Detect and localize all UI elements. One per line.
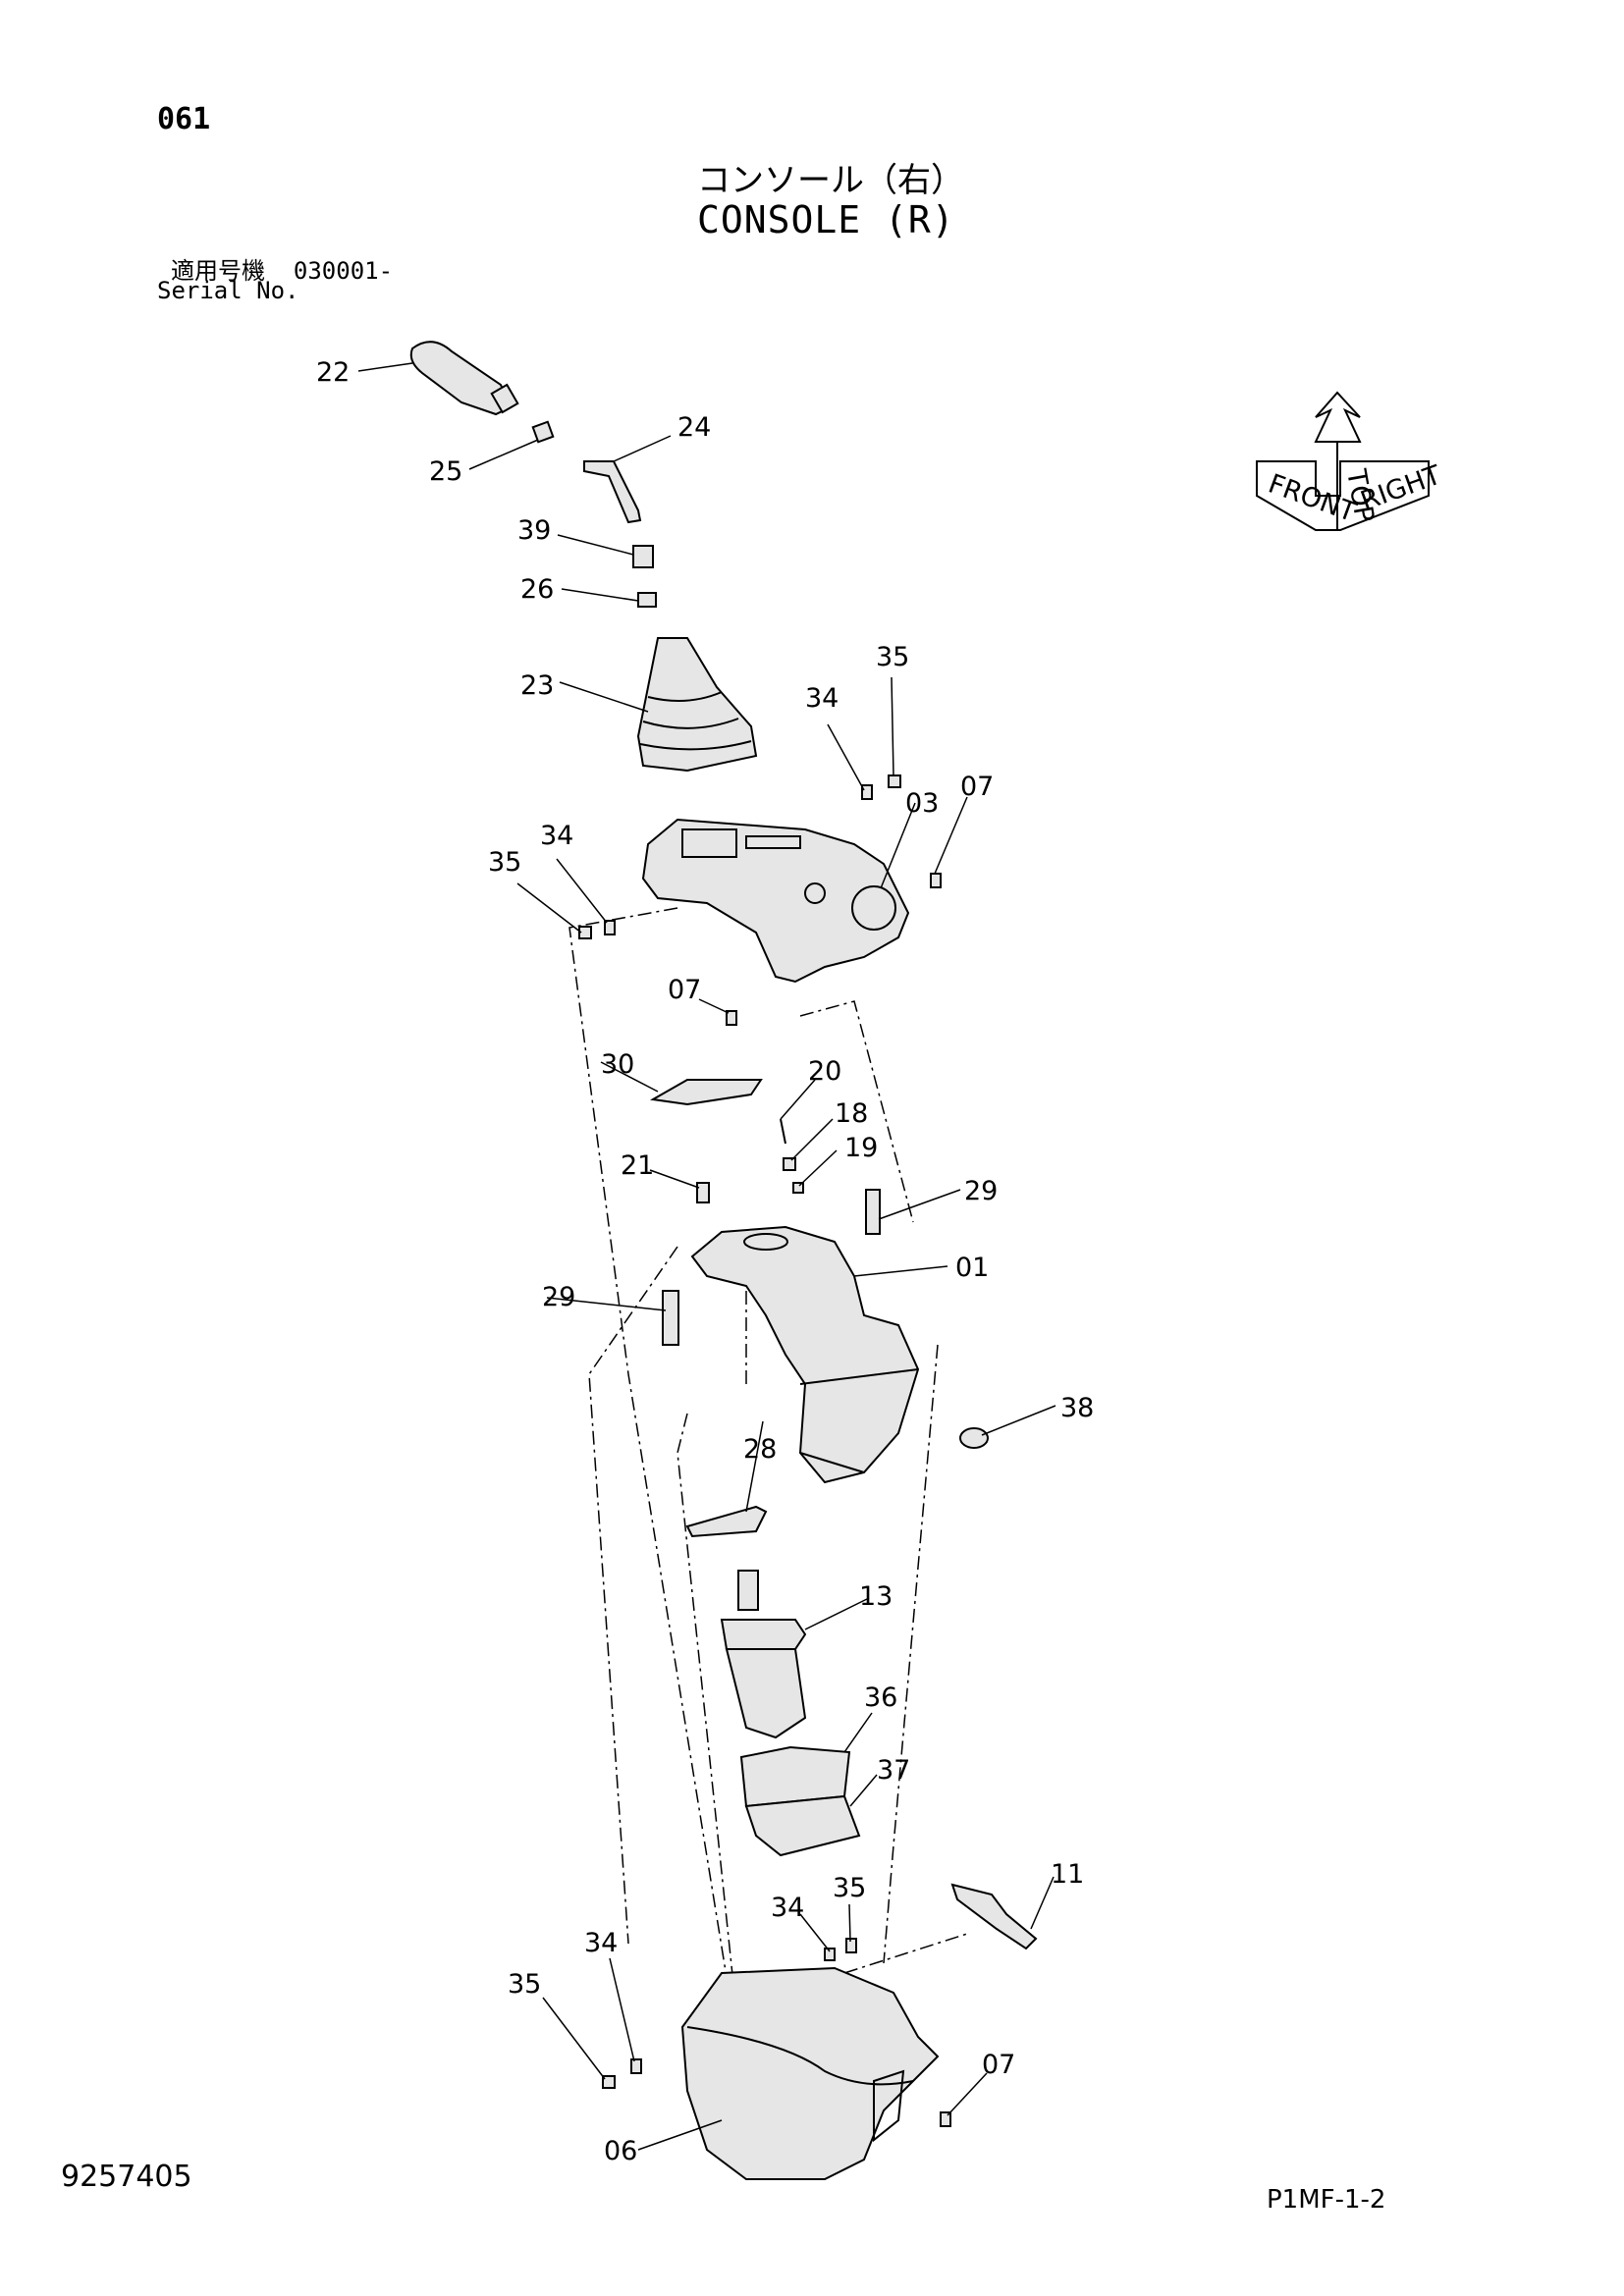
part-39-block	[632, 545, 654, 568]
serial-value: 030001-	[293, 257, 394, 285]
callout-36: 36	[864, 1682, 897, 1713]
callout-34-b: 34	[540, 821, 573, 851]
callout-35-d: 35	[508, 1969, 541, 2000]
title-japanese: コンソール（右）	[697, 161, 964, 200]
callout-34-c: 34	[771, 1893, 804, 1923]
callout-35-b: 35	[488, 847, 521, 878]
part-26-block	[637, 592, 657, 608]
callout-29-b: 29	[542, 1282, 575, 1312]
callout-21: 21	[621, 1150, 654, 1181]
part-35-nut-d	[602, 2075, 616, 2089]
part-38-grommet	[959, 1427, 989, 1449]
callout-07-a: 07	[960, 772, 994, 802]
callout-18: 18	[835, 1098, 868, 1129]
callout-34-a: 34	[805, 683, 839, 714]
callout-11: 11	[1051, 1859, 1084, 1890]
part-22-grip	[409, 341, 519, 416]
part-37-boot-lower	[744, 1794, 861, 1857]
part-11-bracket-small	[950, 1883, 1038, 1950]
callout-30: 30	[601, 1049, 634, 1080]
callout-23: 23	[520, 670, 554, 701]
serial-row-japanese: 適用号機 030001-	[171, 251, 393, 286]
callout-labels: 22 24 25 39 26 23 34 35 03 07 34 35 07 3…	[316, 357, 1094, 2166]
callout-13: 13	[859, 1581, 893, 1612]
page-number: 061	[157, 102, 211, 136]
part-01-bracket	[690, 1225, 920, 1484]
callout-06: 06	[604, 2136, 637, 2166]
callout-29-a: 29	[964, 1176, 998, 1206]
part-34-bolt-b	[604, 920, 616, 935]
part-13-pilot-valve	[720, 1570, 807, 1739]
part-23-boot	[636, 637, 758, 773]
callout-37: 37	[877, 1755, 910, 1786]
callout-35-c: 35	[833, 1873, 866, 1903]
sheet-reference: P1MF-1-2	[1267, 2185, 1386, 2215]
callout-39: 39	[517, 515, 551, 546]
part-35-nut-a	[888, 774, 901, 788]
part-29-strip-right	[865, 1189, 881, 1235]
callout-38: 38	[1060, 1393, 1094, 1423]
part-24-lever	[583, 460, 642, 524]
part-21-bolt	[696, 1182, 710, 1203]
callout-20: 20	[808, 1056, 841, 1087]
callout-19: 19	[844, 1133, 878, 1163]
part-35-nut-c	[845, 1938, 857, 1953]
callout-03: 03	[905, 788, 939, 819]
callout-24: 24	[677, 412, 711, 443]
callout-07-c: 07	[982, 2050, 1015, 2080]
part-25-nut	[531, 420, 555, 444]
part-30-plate	[649, 1079, 763, 1106]
part-34-bolt-d	[630, 2058, 642, 2074]
part-18-pin	[783, 1157, 796, 1171]
title-english: CONSOLE (R)	[697, 198, 955, 241]
part-20-spring	[780, 1118, 786, 1145]
orientation-symbol: FRONT TOP RIGHT	[1256, 391, 1445, 531]
part-29-strip-left	[662, 1290, 679, 1346]
part-07-screw-b	[930, 873, 942, 888]
part-07-screw-c	[940, 2111, 951, 2127]
callout-22: 22	[316, 357, 350, 388]
callout-35-a: 35	[876, 642, 909, 672]
part-03-upper-cover	[641, 818, 910, 984]
callout-07-b: 07	[668, 975, 701, 1005]
callout-25: 25	[429, 456, 462, 487]
serial-label-english: Serial No.	[157, 277, 299, 304]
part-34-bolt-c	[824, 1948, 836, 1961]
leader-lines	[357, 362, 1056, 2151]
part-28-gasket	[685, 1505, 768, 1538]
part-07-screw-a	[726, 1010, 737, 1026]
document-number: 9257405	[61, 2160, 192, 2194]
part-35-nut-b	[578, 926, 592, 939]
serial-label-jp: 適用号機	[171, 257, 265, 285]
callout-34-d: 34	[584, 1928, 618, 1958]
callout-28: 28	[743, 1434, 777, 1465]
part-19-pin	[792, 1182, 804, 1194]
callout-01: 01	[955, 1253, 989, 1283]
part-36-boot	[739, 1745, 851, 1808]
assembly-lines	[568, 907, 968, 2013]
callout-26: 26	[520, 574, 554, 605]
part-34-bolt-a	[861, 784, 873, 800]
part-06-lower-cover	[680, 1966, 940, 2180]
